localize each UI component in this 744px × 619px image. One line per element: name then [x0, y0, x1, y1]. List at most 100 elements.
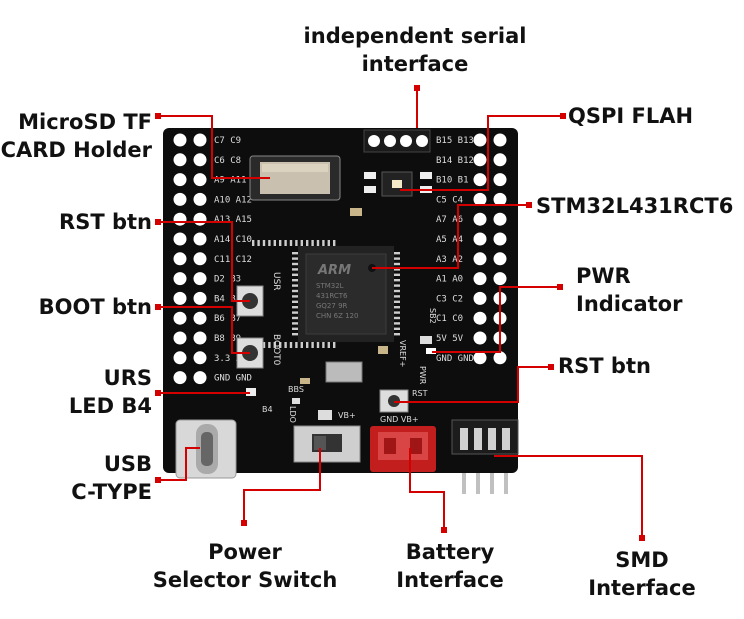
left-pin-label: GND GND — [214, 374, 252, 384]
microsd-label: MicroSD TF CARD Holder — [0, 108, 152, 164]
right-pin-label: B15 B13 — [436, 136, 474, 146]
header-hole — [193, 331, 207, 345]
right-pin-label: GND GND — [436, 354, 474, 364]
header-hole — [193, 173, 207, 187]
header-hole — [493, 252, 507, 266]
chip-line-3: GQ27 9R — [316, 302, 348, 310]
right-pin-label: C1 C0 — [436, 314, 463, 324]
left-pin-label: B4 B5 — [214, 294, 241, 304]
header-hole — [493, 232, 507, 246]
right-pin-label: A5 A4 — [436, 235, 463, 245]
header-hole — [493, 133, 507, 147]
rst-right-label-text: RST btn — [558, 354, 651, 378]
right-pin-label: 5V 5V — [436, 334, 464, 344]
left-pin-label: C6 C8 — [214, 156, 241, 166]
header-hole — [473, 311, 487, 325]
header-hole — [173, 133, 187, 147]
crystal — [325, 361, 363, 383]
serial-label-line-1: independent serial — [303, 24, 527, 48]
urs-label-line-2: LED B4 — [68, 394, 152, 418]
left-pin-label: 3.3 3.3 — [214, 354, 252, 364]
chip-line-1: STM32L — [316, 282, 344, 290]
right-pin-label: A7 A6 — [436, 215, 463, 225]
battery-label-line-1: Battery — [405, 540, 495, 564]
header-hole — [173, 153, 187, 167]
pointer-lines — [158, 85, 643, 538]
header-hole — [193, 311, 207, 325]
battery-label: Battery Interface — [370, 538, 530, 594]
power-switch-label-line-1: Power — [208, 540, 282, 564]
boot-label-text: BOOT btn — [38, 295, 152, 319]
pwr-led — [426, 348, 436, 354]
header-hole — [193, 212, 207, 226]
pointer-ends — [155, 113, 645, 541]
header-hole — [493, 272, 507, 286]
header-hole — [493, 192, 507, 206]
header-hole — [193, 153, 207, 167]
boot-label: BOOT btn — [0, 293, 152, 321]
header-hole — [473, 232, 487, 246]
header-hole — [473, 291, 487, 305]
header-hole — [493, 351, 507, 365]
usb-label-line-1: USB — [103, 452, 152, 476]
header-hole — [173, 212, 187, 226]
left-pin-label: A10 A12 — [214, 195, 252, 205]
smd-label: SMD Interface — [572, 546, 712, 602]
rst-text: RST — [412, 389, 428, 398]
header-hole — [193, 371, 207, 385]
usb-c-connector — [175, 419, 237, 479]
header-hole — [193, 232, 207, 246]
mcu-chip: ARM STM32L 431RCT6 GQ27 9R CHN 6Z 120 — [252, 240, 400, 348]
power-switch: VB+ — [293, 410, 361, 463]
header-hole — [193, 351, 207, 365]
header-hole — [473, 133, 487, 147]
microsd-label-line-2: CARD Holder — [0, 138, 152, 162]
left-pin-label: C7 C9 — [214, 136, 241, 146]
header-hole — [493, 212, 507, 226]
header-hole — [493, 173, 507, 187]
smd-label-line-1: SMD — [615, 548, 669, 572]
sb2-text: SB2 — [428, 308, 437, 324]
qspi-flash-chip — [364, 171, 432, 197]
power-switch-label-line-2: Selector Switch — [152, 568, 338, 592]
battery-label-line-2: Interface — [396, 568, 504, 592]
boot0-text: BOOT0 — [271, 334, 281, 366]
header-hole — [173, 371, 187, 385]
chip-line-2: 431RCT6 — [316, 292, 348, 300]
rst-left-label-text: RST btn — [59, 210, 152, 234]
urs-label: URS LED B4 — [0, 364, 152, 420]
header-hole — [193, 291, 207, 305]
urs-led — [246, 388, 256, 396]
header-hole — [173, 311, 187, 325]
right-pin-label: C5 C4 — [436, 195, 463, 205]
bbs-text: BBS — [288, 385, 304, 394]
small-components — [292, 208, 432, 404]
left-pin-label: D2 B3 — [214, 275, 241, 285]
pwr-label-line-1: PWR — [576, 264, 631, 288]
header-hole — [473, 351, 487, 365]
header-hole — [173, 351, 187, 365]
left-pin-label: B8 B9 — [214, 334, 241, 344]
header-hole — [493, 153, 507, 167]
qspi-label: QSPI FLAH — [568, 102, 693, 130]
header-hole — [173, 252, 187, 266]
header-hole — [473, 212, 487, 226]
rst-left-label: RST btn — [0, 208, 152, 236]
gnd-vb-text: GND VB+ — [380, 415, 419, 424]
right-pin-label: A3 A2 — [436, 255, 463, 265]
b4-text: B4 — [262, 405, 273, 414]
header-hole — [473, 153, 487, 167]
pwr-text: PWR — [418, 366, 427, 385]
header-hole — [473, 272, 487, 286]
right-pin-label: A1 A0 — [436, 275, 463, 285]
pwr-label-line-2: Indicator — [576, 292, 683, 316]
battery-connector: GND VB+ — [370, 415, 436, 472]
header-hole — [173, 291, 187, 305]
rst-right-label: RST btn — [558, 352, 651, 380]
power-switch-label: Power Selector Switch — [140, 538, 350, 594]
vref-text: VREF+ — [398, 340, 407, 367]
serial-label: independent serial interface — [300, 22, 530, 78]
boot-button: BOOT0 — [236, 334, 281, 369]
